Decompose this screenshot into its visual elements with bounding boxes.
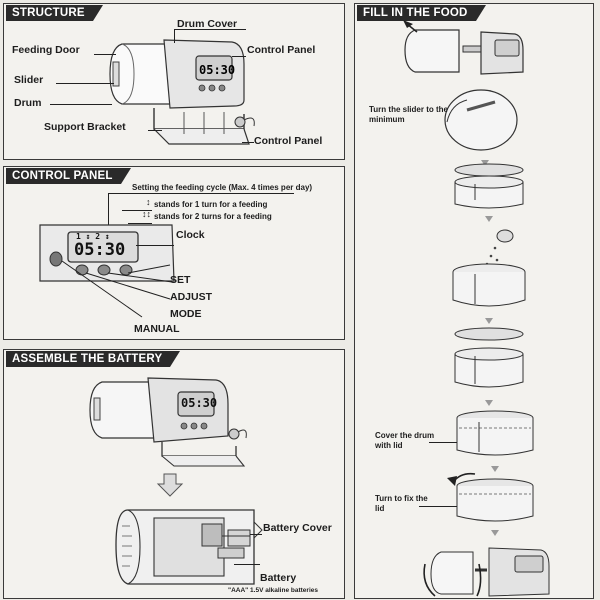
battery-cover-label: Battery Cover xyxy=(263,522,332,534)
battery-note: "AAA" 1.5V alkaline batteries xyxy=(228,587,318,594)
clock-label: Clock xyxy=(176,229,205,241)
adjust-label: ADJUST xyxy=(170,291,213,303)
label-feeding-door: Feeding Door xyxy=(12,44,80,56)
label-support-bracket: Support Bracket xyxy=(44,121,126,133)
label-control-panel-top: Control Panel xyxy=(247,44,316,56)
double-arrow-icon: ↕↕ xyxy=(142,209,151,219)
control-panel-device xyxy=(39,224,175,318)
label-control-panel-bottom: Control Panel xyxy=(254,135,323,147)
battery-panel: ASSEMBLE THE BATTERY xyxy=(3,349,345,599)
battery-label: Battery xyxy=(260,572,297,584)
control-panel-display-top: 1 ↕ 2 ↕ xyxy=(76,232,110,241)
svg-text:05:30: 05:30 xyxy=(199,63,235,77)
mode-label: MODE xyxy=(170,308,202,320)
fill-food-panel: FILL IN THE FOOD xyxy=(354,3,594,599)
battery-device-display: 05:30 xyxy=(181,396,218,410)
cycle-note: Setting the feeding cycle (Max. 4 times … xyxy=(132,183,313,192)
label-drum-cover: Drum Cover xyxy=(177,18,238,30)
control-panel-section: CONTROL PANEL Setting the feeding cycle … xyxy=(3,166,345,340)
structure-panel: STRUCTURE 05:30 Drum Cover Feeding Door … xyxy=(3,3,345,160)
step-slider-label: Turn the slider to the minimum xyxy=(369,105,448,124)
battery-illustration xyxy=(89,377,263,585)
fill-food-illustrations xyxy=(403,20,550,597)
control-panel-display-time: 05:30 xyxy=(74,240,126,260)
fill-food-header: FILL IN THE FOOD xyxy=(357,5,486,21)
label-drum: Drum xyxy=(14,97,42,109)
structure-header: STRUCTURE xyxy=(6,5,103,21)
manual-label: MANUAL xyxy=(134,323,180,335)
feeder-structure-illustration: 05:30 xyxy=(109,39,255,145)
one-turn-note: stands for 1 turn for a feeding xyxy=(154,200,268,209)
two-turns-note: stands for 2 turns for a feeding xyxy=(154,212,272,221)
battery-header: ASSEMBLE THE BATTERY xyxy=(6,351,181,367)
label-slider: Slider xyxy=(14,74,44,86)
control-panel-header: CONTROL PANEL xyxy=(6,168,131,184)
step-cover-label: Cover the drum with lid xyxy=(375,431,435,450)
step-fix-label: Turn to fix the lid xyxy=(375,494,428,513)
single-arrow-icon: ↕ xyxy=(146,197,151,207)
set-label: SET xyxy=(170,274,191,286)
